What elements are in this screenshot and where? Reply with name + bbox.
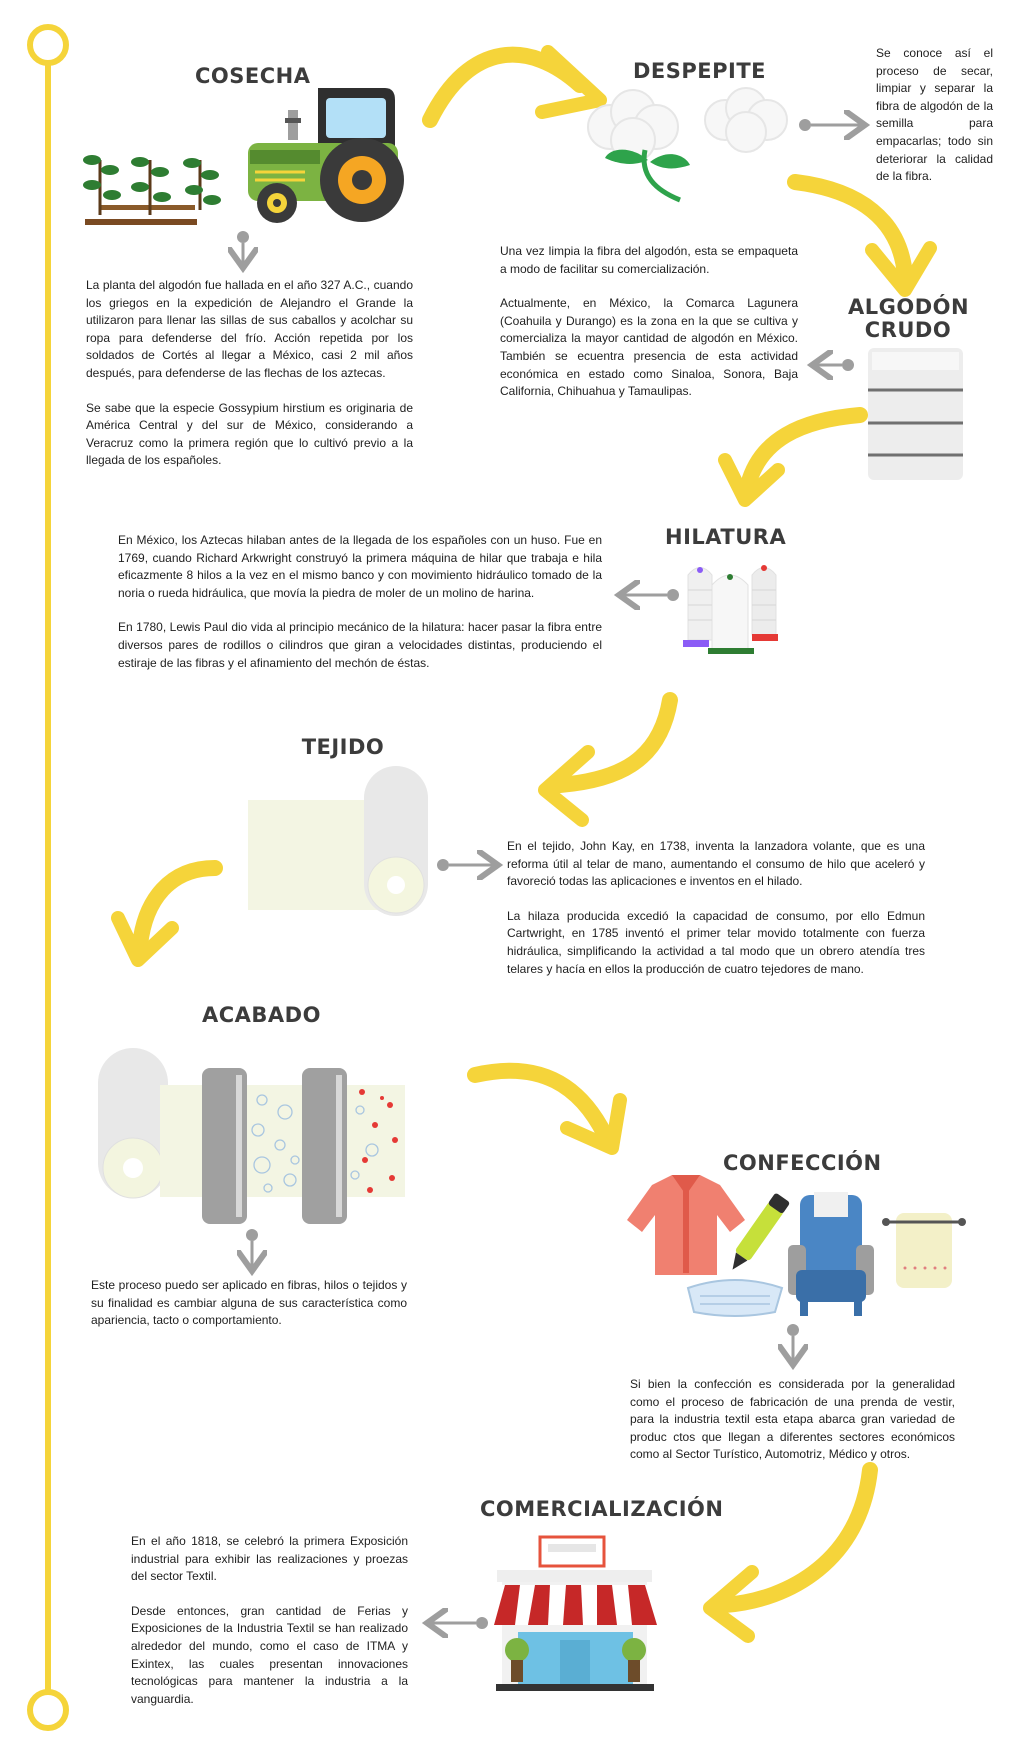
text-cosecha: La planta del algodón fue hallada en el … — [86, 277, 413, 487]
finishing-rollers-illustration — [98, 1048, 405, 1224]
timeline — [27, 24, 69, 1731]
pointer-tejido — [437, 859, 495, 871]
flow-arrow-7 — [703, 1462, 878, 1643]
pointer-despepite — [799, 119, 862, 131]
text-acabado: Este proceso puedo ser aplicado en fibra… — [91, 1277, 407, 1347]
paragraph: Se sabe que la especie Gossypium hirstiu… — [86, 400, 413, 468]
text-comercializacion: En el año 1818, se celebró la primera Ex… — [131, 1533, 408, 1725]
title-comercializacion: COMERCIALIZACIÓN — [480, 1497, 724, 1521]
cotton-bale-illustration — [868, 348, 963, 480]
title-hilatura: HILATURA — [665, 525, 787, 549]
title-despepite: DESPEPITE — [633, 59, 767, 83]
paragraph: En 1780, Lewis Paul dio vida al principi… — [118, 620, 602, 670]
text-hilatura: En México, los Aztecas hilaban antes de … — [118, 532, 602, 689]
pointer-acabado — [246, 1229, 258, 1268]
paragraph: La hilaza producida excedió la capacidad… — [507, 908, 925, 976]
pointer-hilatura — [622, 589, 679, 601]
tractor-illustration — [248, 88, 404, 223]
pointer-confeccion — [787, 1324, 799, 1362]
title-algodon-crudo: ALGODÓN CRUDO — [848, 295, 970, 342]
pointer-cosecha — [237, 231, 249, 265]
paragraph: Se conoce así el proceso de secar, limpi… — [876, 46, 993, 184]
paragraph: Desde entonces, gran cantidad de Ferias … — [131, 1603, 408, 1706]
paragraph: Si bien la confección es considerada por… — [630, 1377, 955, 1462]
text-despepite: Se conoce así el proceso de secar, limpi… — [876, 45, 993, 203]
title-algodon-crudo-line1: ALGODÓN — [848, 295, 970, 319]
flow-arrows — [111, 45, 937, 1643]
flow-arrow-1 — [422, 45, 607, 128]
title-algodon-crudo-line2: CRUDO — [864, 318, 952, 342]
title-confeccion: CONFECCIÓN — [723, 1151, 882, 1175]
pointers — [237, 119, 862, 1629]
yarn-spools-illustration — [683, 565, 778, 654]
paragraph: Una vez limpia la fibra del algodón, est… — [500, 244, 798, 276]
text-tejido: En el tejido, John Kay, en 1738, inventa… — [507, 838, 925, 995]
pointer-comercializacion — [430, 1617, 488, 1629]
text-algodon-crudo: Una vez limpia la fibra del algodón, est… — [500, 243, 798, 418]
title-cosecha: COSECHA — [195, 64, 311, 88]
flow-arrow-5 — [111, 860, 223, 967]
shop-illustration — [492, 1535, 658, 1691]
paragraph: Actualmente, en México, la Comarca Lagun… — [500, 296, 798, 399]
paragraph: En el año 1818, se celebró la primera Ex… — [131, 1534, 408, 1584]
flow-arrow-3 — [718, 407, 868, 507]
flow-arrow-6 — [467, 1062, 627, 1155]
pointer-algodon — [815, 359, 854, 371]
title-acabado: ACABADO — [202, 1003, 321, 1027]
garments-illustration — [627, 1175, 966, 1317]
text-confeccion: Si bien la confección es considerada por… — [630, 1376, 955, 1481]
fabric-roll-illustration — [248, 766, 428, 916]
flow-arrow-2 — [787, 174, 937, 297]
paragraph: La planta del algodón fue hallada en el … — [86, 278, 413, 380]
timeline-start-circle — [27, 24, 69, 66]
cotton-balls-illustration — [587, 87, 788, 203]
flow-arrow-4 — [538, 692, 678, 827]
paragraph: En México, los Aztecas hilaban antes de … — [118, 533, 602, 600]
title-tejido: TEJIDO — [301, 735, 385, 759]
paragraph: Este proceso puedo ser aplicado en fibra… — [91, 1278, 407, 1328]
paragraph: En el tejido, John Kay, en 1738, inventa… — [507, 839, 925, 889]
cotton-plants-illustration — [83, 155, 221, 225]
timeline-end-circle — [27, 1689, 69, 1731]
